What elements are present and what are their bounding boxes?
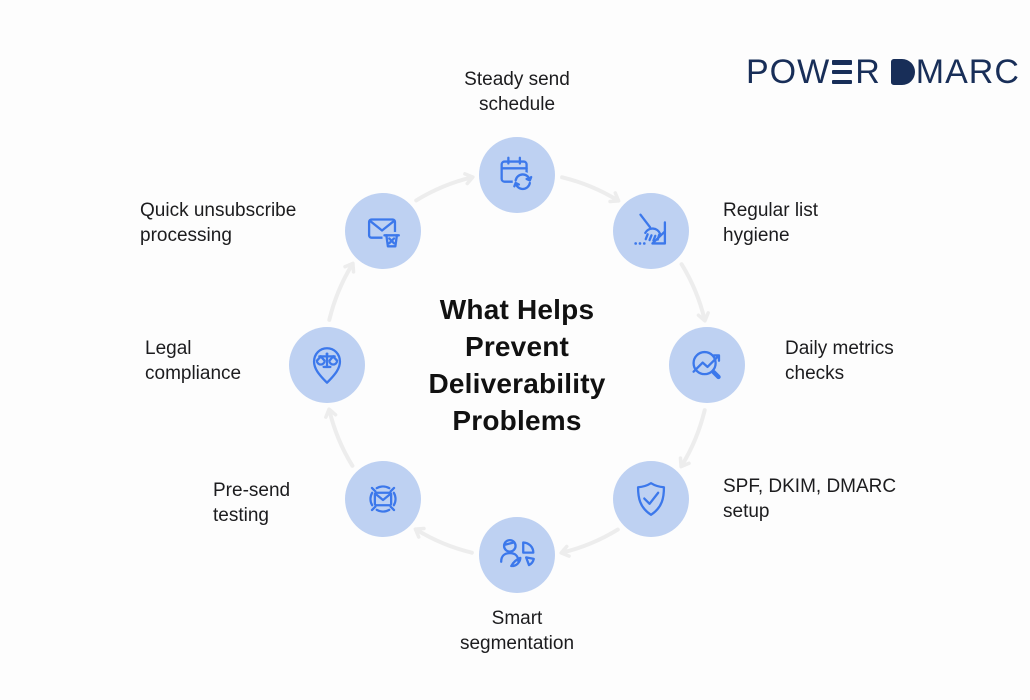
cycle-node-spf-dkim-dmarc-setup (613, 461, 689, 537)
logo-letter-d-icon (890, 59, 915, 85)
powerdmarc-logo: POW R MARC (746, 52, 1020, 92)
person-pie-chart-icon (500, 538, 535, 568)
logo-text-marc: MARC (915, 53, 1020, 91)
cycle-node-quick-unsubscribe (345, 193, 421, 269)
node-label-pre-send-testing: Pre-send testing (213, 480, 291, 526)
infographic-title: What Helps Prevent Deliverability Proble… (428, 294, 606, 436)
logo-text-r: R (855, 53, 881, 91)
cycle-node-legal-compliance (289, 327, 365, 403)
node-label-regular-list-hygiene: Regular list hygiene (723, 200, 819, 246)
node-label-daily-metrics-checks: Daily metrics checks (785, 338, 894, 384)
cycle-node-daily-metrics-checks (669, 327, 745, 403)
cycle-node-steady-send-schedule (479, 137, 555, 213)
logo-text-pow: POW (746, 53, 831, 91)
node-label-steady-send-schedule: Steady send schedule (464, 69, 570, 115)
metrics-magnifier-icon (692, 350, 721, 380)
cycle-node-regular-list-hygiene (613, 193, 689, 269)
node-label-smart-segmentation: Smart segmentation (459, 608, 575, 654)
cycle-node-smart-segmentation (479, 517, 555, 593)
email-target-icon (369, 485, 397, 513)
calendar-sync-icon (500, 156, 533, 192)
shield-check-icon (636, 482, 666, 516)
broom-sweep-icon (634, 213, 667, 245)
cycle-node-pre-send-testing (345, 461, 421, 537)
node-label-spf-dkim-dmarc-setup: SPF, DKIM, DMARC setup (723, 476, 897, 522)
node-label-legal-compliance: Legal compliance (145, 338, 242, 384)
logo-letter-e-icon (832, 60, 853, 84)
node-label-quick-unsubscribe: Quick unsubscribe processing (140, 200, 297, 246)
email-trash-icon (367, 218, 402, 251)
legal-scales-pin-icon (312, 347, 342, 384)
